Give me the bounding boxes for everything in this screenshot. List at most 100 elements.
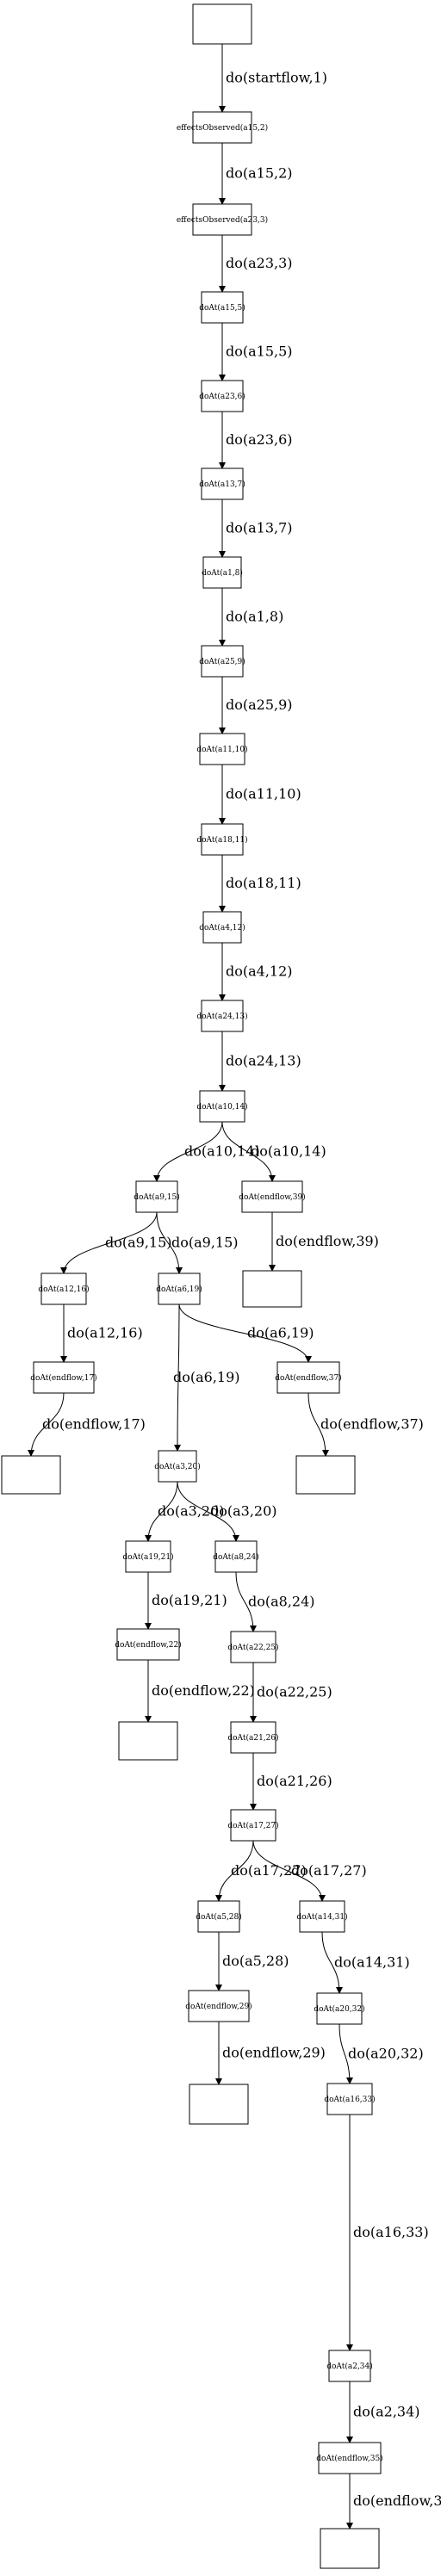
node-box bbox=[201, 1000, 244, 1032]
node-doat-a17-27: doAt(a17,27) bbox=[227, 1809, 279, 1842]
edge-label: do(a9,15) bbox=[171, 1235, 239, 1251]
terminal-node bbox=[242, 1270, 302, 1308]
node-box bbox=[1, 1455, 61, 1495]
terminal-node bbox=[189, 2084, 249, 2125]
node-label: doAt(a15,5) bbox=[199, 303, 245, 313]
node-label: doAt(endflow,17) bbox=[30, 1373, 96, 1383]
edge-arrow bbox=[307, 1392, 329, 1457]
edge-arrow bbox=[221, 1121, 276, 1182]
edge-do-a21-26: do(a21,26) bbox=[250, 1753, 332, 1811]
node-label: doAt(a10,14) bbox=[196, 1102, 247, 1112]
node-label: doAt(a22,25) bbox=[227, 1643, 278, 1652]
edge-arrow bbox=[235, 1571, 257, 1632]
node-box bbox=[202, 911, 242, 944]
edge-label: do(a23,3) bbox=[226, 255, 293, 271]
edge-label: do(a5,28) bbox=[222, 1953, 289, 1969]
edge-arrow bbox=[321, 1931, 343, 1994]
node-doat-a19-21: doAt(a19,21) bbox=[122, 1540, 174, 1573]
edge-do-a19-21: do(a19,21) bbox=[145, 1572, 227, 1630]
node-box bbox=[189, 2084, 249, 2125]
node-box bbox=[328, 2350, 371, 2382]
edge-arrow bbox=[60, 1211, 158, 1274]
edge-do-endflow-29: do(endflow,29) bbox=[215, 2022, 326, 2085]
node-box bbox=[40, 1273, 87, 1305]
edge-do-a15-5: do(a15,5) bbox=[219, 323, 293, 381]
nodes-layer: effectsObserved(a15,2) effectsObserved(a2… bbox=[1, 3, 383, 2569]
edge-do-endflow-35: do(endflow,35) bbox=[346, 2474, 441, 2530]
node-box bbox=[199, 1090, 245, 1123]
terminal-node bbox=[295, 1455, 356, 1495]
node-doat-a25-9: doAt(a25,9) bbox=[199, 645, 245, 678]
node-box bbox=[135, 1180, 178, 1213]
edge-arrow bbox=[145, 1481, 178, 1542]
node-box bbox=[230, 1809, 276, 1842]
node-label: doAt(a1,8) bbox=[202, 568, 243, 578]
edge-label: do(a1,8) bbox=[226, 609, 283, 625]
node-doat-a23-6: doAt(a23,6) bbox=[199, 380, 245, 412]
node-label: doAt(a13,7) bbox=[199, 480, 245, 489]
edge-label: do(a19,21) bbox=[152, 1592, 227, 1608]
edge-label: do(a11,10) bbox=[226, 786, 301, 802]
edge-do-a4-12: do(a4,12) bbox=[219, 943, 293, 1001]
edge-do-endflow-22: do(endflow,22) bbox=[145, 1660, 255, 1723]
node-box bbox=[192, 3, 252, 45]
node-label: doAt(a19,21) bbox=[122, 1552, 173, 1562]
node-label: doAt(a9,15) bbox=[134, 1192, 180, 1202]
node-box bbox=[125, 1540, 171, 1573]
edge-label: do(a10,14) bbox=[184, 1143, 260, 1160]
edge-do-a3-20: do(a3,20) bbox=[177, 1481, 277, 1542]
node-box bbox=[318, 2442, 382, 2474]
edge-label: do(a3,20) bbox=[158, 1503, 225, 1520]
node-label: doAt(a25,9) bbox=[199, 657, 245, 666]
edge-do-a3-20: do(a3,20) bbox=[145, 1481, 225, 1542]
edge-label: do(endflow,22) bbox=[152, 1682, 255, 1699]
edge-do-a12-16: do(a12,16) bbox=[60, 1304, 143, 1363]
node-label: doAt(a2,34) bbox=[326, 2362, 373, 2371]
edge-arrow bbox=[252, 1840, 326, 1902]
node-box bbox=[201, 468, 244, 500]
node-box bbox=[230, 1631, 276, 1663]
edge-do-a15-2: do(a15,2) bbox=[219, 143, 293, 205]
node-doat-a11-10: doAt(a11,10) bbox=[196, 733, 248, 765]
edge-do-a9-15: do(a9,15) bbox=[156, 1211, 239, 1274]
node-doat-a21-26: doAt(a21,26) bbox=[227, 1721, 279, 1754]
node-doat-a2-34: doAt(a2,34) bbox=[326, 2350, 373, 2382]
node-effectsobserved-a23-3: effectsObserved(a23,3) bbox=[177, 203, 268, 236]
node-doat-endflow-39: doAt(endflow,39) bbox=[239, 1180, 306, 1213]
edge-do-a18-11: do(a18,11) bbox=[219, 855, 301, 913]
node-label: doAt(a21,26) bbox=[227, 1733, 278, 1743]
edge-arrow bbox=[156, 1211, 183, 1274]
node-label: effectsObserved(a23,3) bbox=[177, 215, 268, 225]
edge-do-a10-14: do(a10,14) bbox=[153, 1121, 260, 1182]
node-label: doAt(endflow,37) bbox=[275, 1373, 341, 1383]
edge-label: do(a6,19) bbox=[247, 1325, 314, 1341]
node-box bbox=[201, 291, 244, 324]
node-label: doAt(a17,27) bbox=[227, 1821, 278, 1830]
edge-label: do(a3,20) bbox=[210, 1503, 277, 1520]
node-doat-a8-24: doAt(a8,24) bbox=[213, 1540, 259, 1573]
node-box bbox=[201, 823, 244, 856]
edge-do-a8-24: do(a8,24) bbox=[235, 1571, 315, 1632]
node-box bbox=[299, 1900, 345, 1933]
node-label: doAt(a11,10) bbox=[196, 745, 247, 754]
edge-label: do(a16,33) bbox=[353, 2224, 429, 2240]
node-doat-a24-13: doAt(a24,13) bbox=[196, 1000, 248, 1032]
node-box bbox=[201, 380, 244, 412]
edge-do-a6-19: do(a6,19) bbox=[173, 1303, 240, 1452]
edge-label: do(a17,27) bbox=[231, 1862, 307, 1879]
node-doat-endflow-37: doAt(endflow,37) bbox=[275, 1361, 342, 1394]
edge-do-a17-27: do(a17,27) bbox=[215, 1840, 307, 1902]
node-label: doAt(a3,20) bbox=[154, 1462, 201, 1471]
edge-do-a10-14: do(a10,14) bbox=[221, 1121, 326, 1182]
node-doat-a12-16: doAt(a12,16) bbox=[38, 1273, 90, 1305]
edge-do-a17-27: do(a17,27) bbox=[252, 1840, 367, 1902]
node-effectsobserved-a15-2: effectsObserved(a15,2) bbox=[177, 111, 268, 144]
edge-label: do(a2,34) bbox=[353, 2404, 420, 2420]
terminal-node bbox=[192, 3, 252, 45]
node-box bbox=[230, 1721, 276, 1754]
node-label: doAt(a4,12) bbox=[199, 923, 245, 932]
node-box bbox=[242, 1270, 302, 1308]
edge-label: do(a15,5) bbox=[226, 344, 293, 360]
node-doat-a16-33: doAt(a16,33) bbox=[324, 2083, 376, 2115]
